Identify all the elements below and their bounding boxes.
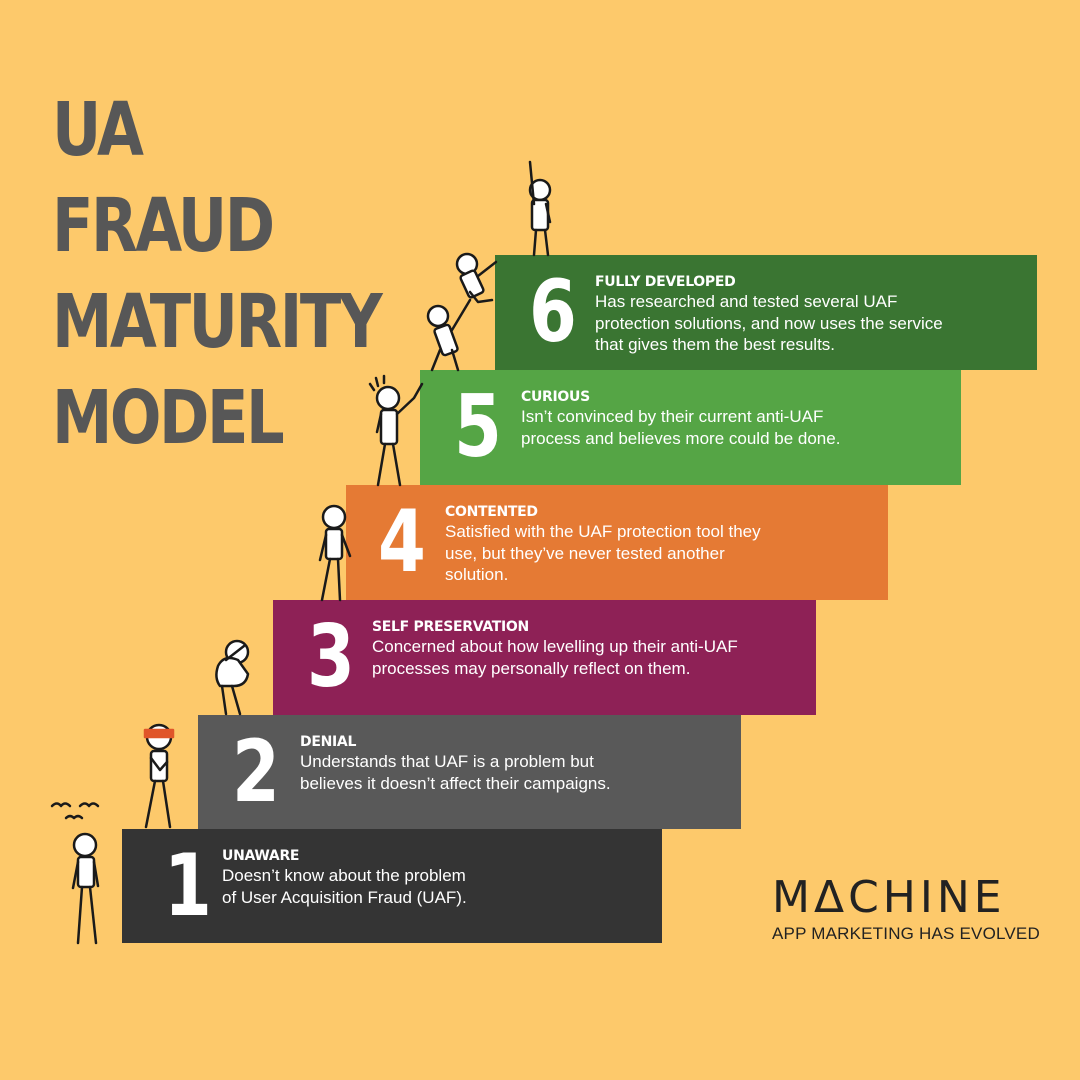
birds-icon	[50, 802, 100, 820]
step-number: 3	[307, 607, 355, 707]
stick-figure-curious-icon	[368, 374, 424, 487]
step-3: 3 SELF PRESERVATION Concerned about how …	[273, 600, 816, 715]
step-number: 2	[232, 722, 280, 822]
step-description: Doesn’t know about the problem of User A…	[222, 866, 467, 907]
step-6: 6 FULLY DEVELOPED Has researched and tes…	[495, 255, 1037, 370]
step-description: Has researched and tested several UAF pr…	[595, 292, 943, 354]
step-bar-5	[420, 370, 961, 485]
title-line-3: MODEL	[52, 375, 285, 461]
title-line-1: UA FRAUD	[52, 87, 275, 269]
step-description: Satisfied with the UAF protection tool t…	[445, 522, 761, 584]
step-number: 1	[164, 836, 212, 936]
step-1: 1 UNAWARE Doesn’t know about the problem…	[122, 829, 662, 944]
step-heading: CONTENTED	[445, 504, 538, 520]
page-title: UA FRAUD MATURITY MODEL	[52, 82, 383, 466]
brand-tagline: APP MARKETING HAS EVOLVED	[772, 924, 1040, 943]
step-5: 5 CURIOUS Isn’t convinced by their curre…	[420, 370, 961, 485]
step-bar-4	[346, 485, 888, 600]
step-heading: SELF PRESERVATION	[372, 619, 529, 635]
step-number: 5	[454, 377, 502, 477]
stick-figure-helping-icon	[455, 252, 498, 304]
step-heading: FULLY DEVELOPED	[595, 274, 736, 290]
step-heading: DENIAL	[300, 734, 357, 750]
step-number: 4	[378, 492, 426, 592]
step-bar-3	[273, 600, 816, 715]
step-heading: CURIOUS	[521, 389, 590, 405]
stick-figure-climbing-icon	[426, 298, 472, 372]
stick-figure-unaware-icon	[71, 832, 100, 945]
step-2: 2 DENIAL Understands that UAF is a probl…	[198, 715, 741, 830]
step-bar-6	[495, 255, 1037, 370]
step-bar-1	[122, 829, 662, 943]
step-4: 4 CONTENTED Satisfied with the UAF prote…	[346, 485, 888, 600]
step-number: 6	[529, 262, 577, 362]
brand-name: MΔCHINE	[772, 872, 1006, 923]
stick-figure-blindfolded-icon	[143, 723, 175, 829]
step-bar-2	[198, 715, 741, 829]
step-description: Concerned about how levelling up their a…	[372, 637, 738, 678]
brand-logo: MΔCHINE APP MARKETING HAS EVOLVED	[772, 872, 1040, 944]
title-line-2: MATURITY	[52, 279, 383, 365]
stick-figure-crouching-icon	[215, 639, 250, 716]
stick-figure-contented-icon	[318, 504, 352, 602]
stick-figure-victory-icon	[528, 160, 552, 257]
step-heading: UNAWARE	[222, 848, 300, 864]
step-description: Isn’t convinced by their current anti-UA…	[521, 407, 841, 448]
step-description: Understands that UAF is a problem but be…	[300, 752, 611, 793]
